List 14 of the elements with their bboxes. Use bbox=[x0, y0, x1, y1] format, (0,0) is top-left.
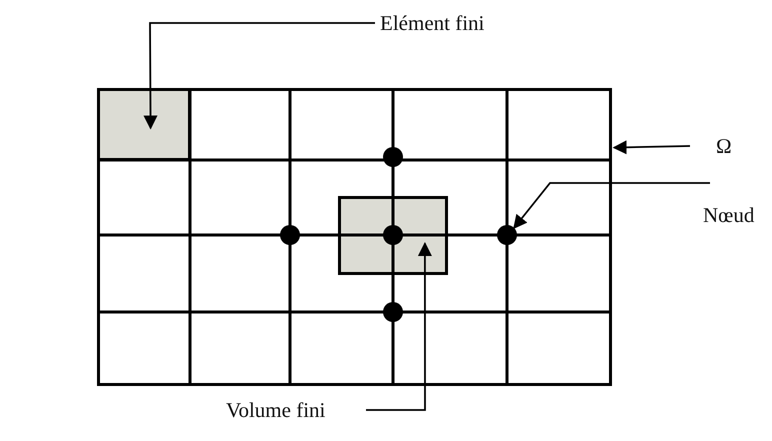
leader-line bbox=[144, 22, 375, 130]
element-cell bbox=[100, 91, 191, 161]
label-text: Volume fini bbox=[226, 395, 358, 425]
label-text: Nœud bbox=[703, 200, 772, 230]
leader-line bbox=[366, 242, 432, 411]
volume-cell bbox=[338, 196, 448, 275]
leader-line bbox=[612, 140, 690, 154]
node-dot bbox=[383, 302, 403, 322]
label-text: Ω bbox=[716, 130, 754, 162]
node-dot bbox=[383, 147, 403, 167]
label-text: Elément fini bbox=[380, 8, 540, 38]
leader-line bbox=[513, 182, 710, 230]
node-dot bbox=[280, 225, 300, 245]
node-dot bbox=[497, 225, 517, 245]
